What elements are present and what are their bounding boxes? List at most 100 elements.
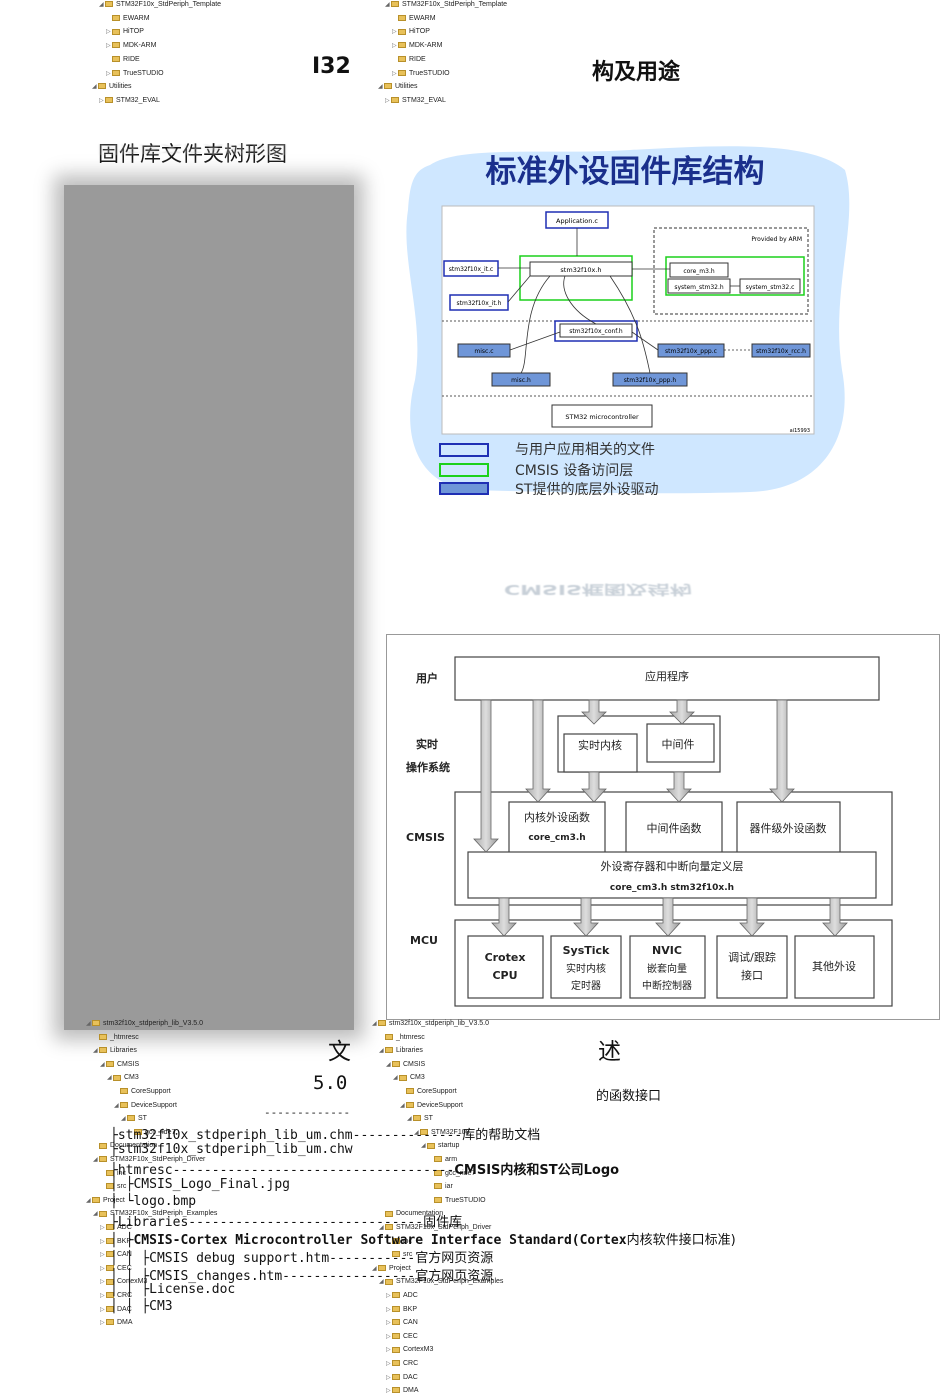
expand-twisty-icon[interactable]: ◢: [379, 1279, 384, 1286]
expand-twisty-icon[interactable]: ▷: [386, 1361, 391, 1367]
tree-item[interactable]: inc: [100, 1168, 126, 1180]
tree-item[interactable]: RIDE: [392, 54, 426, 66]
tree-item[interactable]: ◢CMSIS: [386, 1059, 425, 1071]
tree-item[interactable]: ◢Project: [86, 1195, 125, 1207]
tree-item[interactable]: iar: [428, 1181, 453, 1193]
expand-twisty-icon[interactable]: ▷: [386, 1320, 391, 1327]
tree-item[interactable]: ▷DMA: [100, 1317, 133, 1329]
expand-twisty-icon[interactable]: ◢: [92, 84, 97, 91]
expand-twisty-icon[interactable]: ◢: [414, 1129, 419, 1136]
tree-item[interactable]: ◢STM32F10x: [414, 1127, 469, 1139]
tree-item[interactable]: ▷MDK-ARM: [106, 40, 156, 52]
expand-twisty-icon[interactable]: ◢: [378, 84, 383, 91]
tree-item[interactable]: ◢ST: [407, 1113, 433, 1125]
expand-twisty-icon[interactable]: ▷: [386, 1374, 391, 1381]
tree-item[interactable]: RIDE: [106, 54, 140, 66]
tree-item[interactable]: inc: [386, 1236, 412, 1248]
expand-twisty-icon[interactable]: ▷: [392, 70, 397, 77]
tree-item[interactable]: ▷DAC: [386, 1372, 418, 1384]
tree-item[interactable]: ▷CortexM3: [386, 1344, 433, 1356]
expand-twisty-icon[interactable]: ◢: [86, 1197, 91, 1204]
tree-item[interactable]: ◢stm32f10x_stdperiph_lib_V3.5.0: [372, 1018, 489, 1030]
tree-item[interactable]: ▷HiTOP: [392, 26, 430, 38]
expand-twisty-icon[interactable]: ◢: [385, 2, 390, 8]
expand-twisty-icon[interactable]: ▷: [100, 1306, 105, 1313]
tree-item[interactable]: ▷CRC: [100, 1290, 132, 1302]
expand-twisty-icon[interactable]: ▷: [386, 1333, 391, 1340]
expand-twisty-icon[interactable]: ◢: [379, 1048, 384, 1055]
tree-item[interactable]: ◢STM32F10x_StdPeriph_Template: [385, 0, 507, 11]
expand-twisty-icon[interactable]: ▷: [100, 1320, 105, 1327]
tree-item[interactable]: ▷BKP: [100, 1236, 131, 1248]
tree-item[interactable]: ◢DeviceSupport: [400, 1100, 463, 1112]
tree-item[interactable]: EWARM: [106, 13, 150, 25]
tree-item[interactable]: TrueSTUDIO: [428, 1195, 486, 1207]
expand-twisty-icon[interactable]: ▷: [106, 43, 111, 50]
tree-item[interactable]: ▷CRC: [386, 1358, 418, 1370]
tree-item[interactable]: ▷CEC: [386, 1331, 418, 1343]
tree-item[interactable]: gcc_ride7: [128, 1127, 175, 1139]
expand-twisty-icon[interactable]: ▷: [392, 29, 397, 36]
expand-twisty-icon[interactable]: ▷: [385, 97, 390, 104]
expand-twisty-icon[interactable]: ▷: [386, 1293, 391, 1299]
tree-item[interactable]: ▷TrueSTUDIO: [106, 68, 164, 80]
tree-item[interactable]: _htmresc: [379, 1032, 425, 1044]
tree-item[interactable]: ▷HiTOP: [106, 26, 144, 38]
tree-item[interactable]: ▷TrueSTUDIO: [392, 68, 450, 80]
tree-item[interactable]: ◢STM32F10x_StdPeriph_Driver: [379, 1222, 491, 1234]
expand-twisty-icon[interactable]: ◢: [393, 1075, 398, 1082]
tree-item[interactable]: src: [100, 1181, 126, 1193]
tree-item[interactable]: ◢STM32F10x_StdPeriph_Examples: [93, 1208, 217, 1220]
expand-twisty-icon[interactable]: ▷: [106, 29, 111, 36]
tree-item[interactable]: ◢Libraries: [379, 1045, 423, 1057]
tree-item[interactable]: ▷CAN: [100, 1249, 132, 1261]
tree-item[interactable]: ▷ADC: [386, 1290, 418, 1302]
expand-twisty-icon[interactable]: ▷: [100, 1293, 105, 1299]
expand-twisty-icon[interactable]: ◢: [379, 1225, 384, 1231]
tree-item[interactable]: EWARM: [392, 13, 436, 25]
tree-item[interactable]: CoreSupport: [400, 1086, 457, 1098]
expand-twisty-icon[interactable]: ◢: [407, 1116, 412, 1123]
expand-twisty-icon[interactable]: ◢: [372, 1265, 377, 1272]
tree-item[interactable]: ◢DeviceSupport: [114, 1100, 177, 1112]
tree-item[interactable]: ▷DAC: [100, 1304, 132, 1316]
tree-item[interactable]: ◢Project: [372, 1263, 411, 1275]
tree-item[interactable]: src: [386, 1249, 412, 1261]
tree-item[interactable]: gcc_ride7: [428, 1168, 475, 1180]
expand-twisty-icon[interactable]: ◢: [107, 1075, 112, 1082]
expand-twisty-icon[interactable]: ◢: [421, 1143, 426, 1150]
tree-item[interactable]: _htmresc: [93, 1032, 139, 1044]
tree-item[interactable]: ◢STM32F10x_StdPeriph_Template: [99, 0, 221, 11]
expand-twisty-icon[interactable]: ◢: [114, 1102, 119, 1109]
expand-twisty-icon[interactable]: ▷: [100, 1252, 105, 1259]
tree-item[interactable]: ▷MDK-ARM: [392, 40, 442, 52]
expand-twisty-icon[interactable]: ◢: [93, 1157, 98, 1163]
expand-twisty-icon[interactable]: ▷: [106, 70, 111, 77]
tree-item[interactable]: ▷STM32_EVAL: [385, 95, 446, 107]
tree-item[interactable]: ◢stm32f10x_stdperiph_lib_V3.5.0: [86, 1018, 203, 1030]
expand-twisty-icon[interactable]: ▷: [99, 97, 104, 104]
expand-twisty-icon[interactable]: ▷: [392, 43, 397, 50]
tree-item[interactable]: ◢Utilities: [92, 81, 132, 93]
expand-twisty-icon[interactable]: ◢: [86, 1021, 91, 1027]
expand-twisty-icon[interactable]: ◢: [372, 1021, 377, 1027]
expand-twisty-icon[interactable]: ▷: [100, 1279, 105, 1286]
tree-item[interactable]: ◢Utilities: [378, 81, 418, 93]
tree-item[interactable]: ▷ADC: [100, 1222, 132, 1234]
tree-item[interactable]: ◢CM3: [107, 1072, 139, 1084]
tree-item[interactable]: CoreSupport: [114, 1086, 171, 1098]
tree-item[interactable]: ◢startup: [421, 1140, 459, 1152]
tree-item[interactable]: ◢CMSIS: [100, 1059, 139, 1071]
tree-item[interactable]: arm: [428, 1154, 457, 1166]
expand-twisty-icon[interactable]: ◢: [121, 1116, 126, 1123]
expand-twisty-icon[interactable]: ▷: [100, 1225, 105, 1231]
tree-item[interactable]: ◢CM3: [393, 1072, 425, 1084]
expand-twisty-icon[interactable]: ▷: [386, 1347, 391, 1354]
tree-item[interactable]: ▷BKP: [386, 1304, 417, 1316]
expand-twisty-icon[interactable]: ▷: [100, 1265, 105, 1272]
expand-twisty-icon[interactable]: ◢: [93, 1211, 98, 1218]
tree-item[interactable]: Documentation: [93, 1140, 157, 1152]
tree-item[interactable]: ◢STM32F10x_StdPeriph_Driver: [93, 1154, 205, 1166]
expand-twisty-icon[interactable]: ▷: [386, 1306, 391, 1313]
tree-item[interactable]: ▷CortexM3: [100, 1276, 147, 1288]
